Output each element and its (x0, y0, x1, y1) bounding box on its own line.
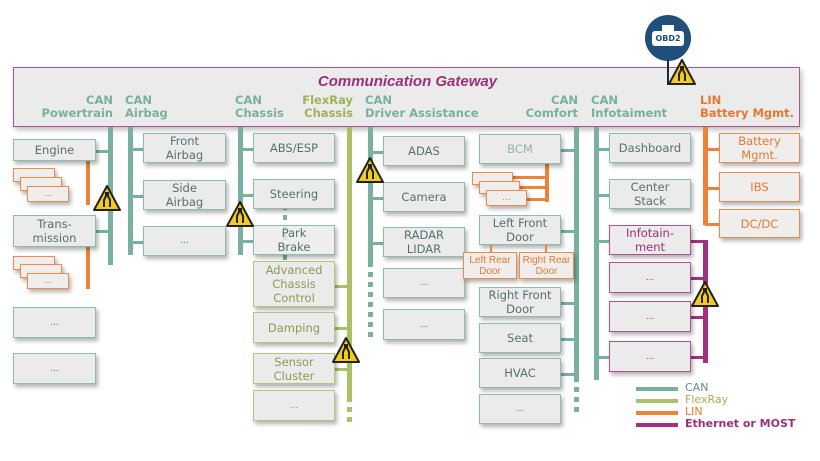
ecu-battery-mgmt[interactable]: Battery Mgmt. (719, 133, 800, 163)
ecu-right-front-door[interactable]: Right Front Door (479, 287, 561, 317)
ecu-transmission[interactable]: Trans- mission (13, 215, 96, 247)
bus-lin-engine (86, 160, 90, 205)
ecu-infotainment[interactable]: Infotain- ment (609, 225, 691, 255)
ecu-radar-lidar[interactable]: RADAR LIDAR (383, 227, 465, 257)
bus-flexray-chassis (347, 127, 352, 397)
lin-node-more[interactable]: ... (27, 273, 69, 289)
bus-label-can-powertrain: CAN Powertrain (41, 93, 113, 120)
bus-can-driver-dotted (368, 262, 373, 337)
ecu-more[interactable]: ... (383, 309, 465, 340)
ecu-bcm[interactable]: BCM (479, 134, 561, 164)
lin-connector (490, 245, 492, 253)
bus-label-lin-battery: LIN Battery Mgmt. (700, 93, 795, 120)
bus-flexray-dotted (347, 397, 352, 422)
bus-lin-battery (703, 127, 708, 225)
legend-line-can (636, 387, 678, 391)
ecu-more[interactable]: ... (253, 390, 335, 421)
legend-line-ethernet (636, 423, 678, 427)
ecu-more[interactable]: ... (13, 307, 96, 338)
ecu-dashboard[interactable]: Dashboard (609, 133, 691, 163)
ecu-more[interactable]: ... (143, 226, 226, 256)
obd2-label: OBD2 (652, 31, 684, 46)
ecu-left-rear-door[interactable]: Left Rear Door (463, 252, 517, 279)
legend-line-lin (636, 411, 678, 415)
ecu-left-front-door[interactable]: Left Front Door (479, 215, 561, 245)
bus-can-chassis (238, 127, 243, 255)
bus-label-can-airbag: CAN Airbag (125, 93, 168, 120)
ecu-damping[interactable]: Damping (253, 312, 335, 343)
ecu-front-airbag[interactable]: Front Airbag (143, 133, 226, 163)
ecu-center-stack[interactable]: Center Stack (609, 179, 691, 209)
ecu-seat[interactable]: Seat (479, 323, 561, 353)
lin-connector (545, 245, 547, 253)
ecu-advanced-chassis-control[interactable]: Advanced Chassis Control (253, 261, 335, 307)
ecu-camera[interactable]: Camera (383, 182, 465, 212)
ecu-ibs[interactable]: IBS (719, 172, 800, 202)
legend-label-lin: LIN (685, 405, 703, 418)
bus-label-flexray-chassis: FlexRay Chassis (302, 93, 353, 120)
legend-label-ethernet: Ethernet or MOST (685, 417, 796, 430)
legend-label-flexray: FlexRay (685, 393, 729, 406)
bus-can-comfort-dotted (574, 377, 579, 417)
legend-label-can: CAN (685, 381, 709, 394)
ecu-abs-esp[interactable]: ABS/ESP (253, 133, 335, 163)
ecu-steering[interactable]: Steering (253, 179, 335, 209)
ecu-park-brake[interactable]: Park Brake (253, 225, 335, 255)
ecu-more[interactable]: ... (479, 394, 561, 424)
bus-can-comfort (574, 127, 579, 377)
ecu-dcdc[interactable]: DC/DC (719, 209, 800, 238)
bus-can-infotainment (594, 127, 599, 380)
bus-label-can-comfort: CAN Comfort (525, 93, 578, 120)
ecu-side-airbag[interactable]: Side Airbag (143, 180, 226, 210)
lin-node-more[interactable]: ... (27, 186, 69, 202)
legend-line-flexray (636, 399, 678, 403)
obd2-port-icon: OBD2 (645, 15, 691, 61)
bus-label-can-infotainment: CAN Infotaiment (591, 93, 668, 120)
bus-lin-transmission (86, 247, 90, 289)
gateway-title: Communication Gateway (317, 73, 498, 90)
ecu-more[interactable]: ... (13, 353, 96, 384)
ecu-hvac[interactable]: HVAC (479, 358, 561, 388)
ecu-more[interactable]: ... (383, 268, 465, 298)
ecu-adas[interactable]: ADAS (383, 136, 465, 166)
lin-node-more[interactable]: ... (486, 190, 527, 206)
ecu-more[interactable]: ... (609, 301, 691, 332)
bus-can-airbag (128, 127, 133, 255)
ecu-more[interactable]: ... (609, 341, 691, 372)
ecu-engine[interactable]: Engine (13, 139, 96, 161)
bus-can-driver-assistance (368, 127, 373, 262)
ecu-more[interactable]: ... (609, 262, 691, 293)
ecu-sensor-cluster[interactable]: Sensor Cluster (253, 353, 335, 384)
bus-label-can-chassis: CAN Chassis (235, 93, 284, 120)
bus-lin-bcm (545, 164, 549, 202)
bus-label-can-driver-assistance: CAN Driver Assistance (365, 93, 479, 120)
obd2-connector-line (667, 60, 669, 85)
ecu-right-rear-door[interactable]: Right Rear Door (519, 252, 574, 279)
